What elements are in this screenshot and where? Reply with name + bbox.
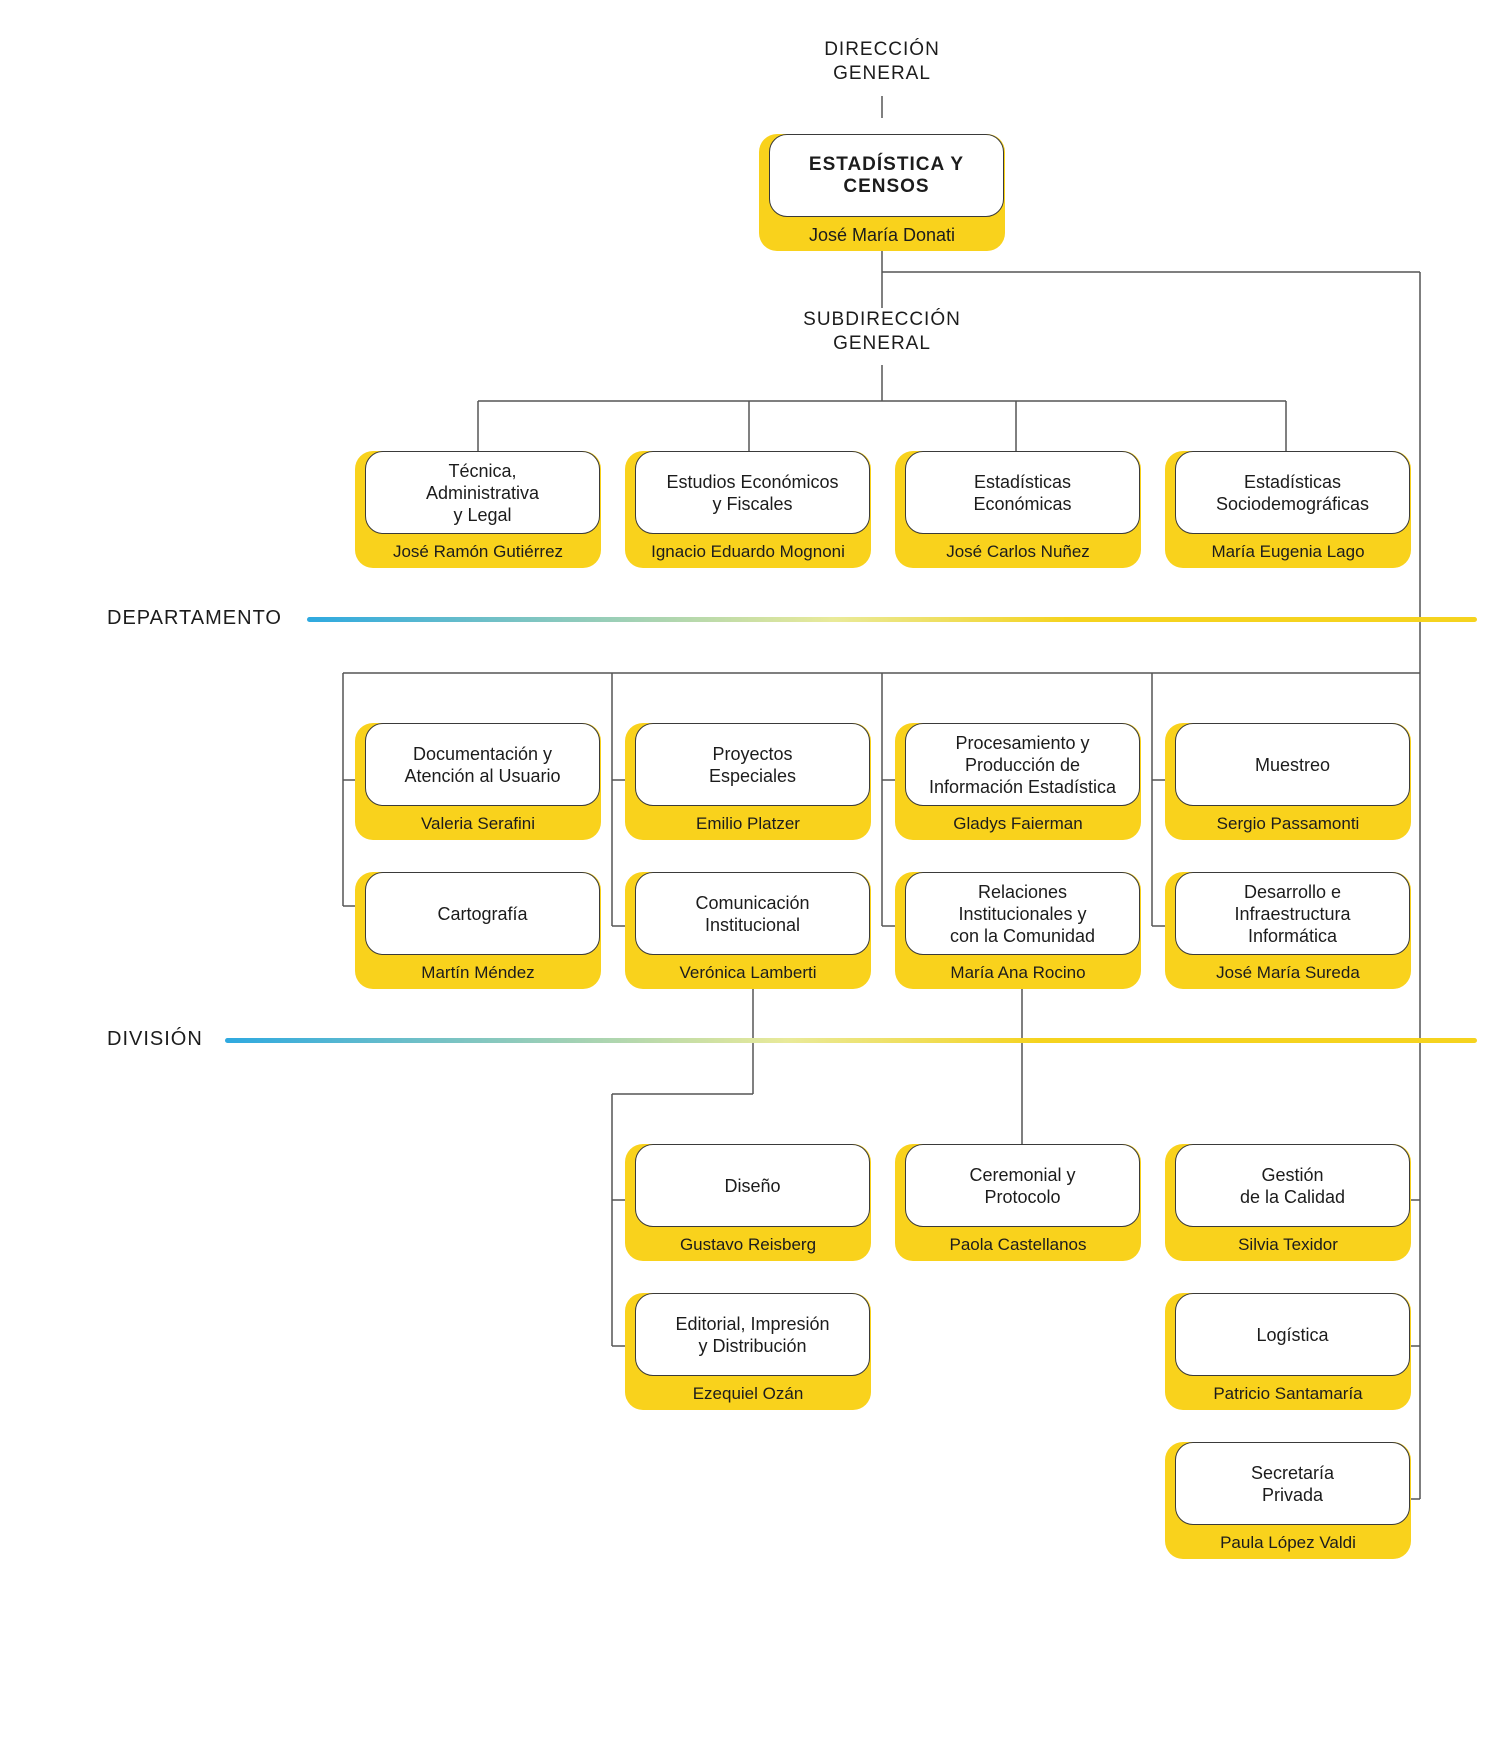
directorate-card[interactable]: Técnica, Administrativa y Legal José Ram… (355, 451, 601, 568)
department-title: Desarrollo e Infraestructura Informática (1175, 872, 1410, 955)
directorate-name: Ignacio Eduardo Mognoni (651, 542, 845, 561)
directorate-card[interactable]: Estadísticas Económicas José Carlos Nuñe… (895, 451, 1141, 568)
departamento-divider (307, 617, 1477, 622)
directorate-name: María Eugenia Lago (1211, 542, 1365, 561)
directorate-title: Técnica, Administrativa y Legal (365, 451, 600, 534)
division-label: DIVISIÓN (107, 1028, 203, 1050)
division-name: Silvia Texidor (1238, 1235, 1338, 1254)
division-card[interactable]: Secretaría Privada Paula López Valdi (1165, 1442, 1411, 1559)
directorate-title: Estudios Económicos y Fiscales (635, 451, 870, 534)
directorate-title: Estadísticas Sociodemográficas (1175, 451, 1410, 534)
directorate-card[interactable]: Estudios Económicos y Fiscales Ignacio E… (625, 451, 871, 568)
department-card[interactable]: Documentación y Atención al Usuario Vale… (355, 723, 601, 840)
directorate-name: José Ramón Gutiérrez (392, 542, 564, 561)
department-title: Relaciones Institucionales y con la Comu… (905, 872, 1140, 955)
department-title: Cartografía (365, 872, 600, 955)
directorate-name: José Carlos Nuñez (946, 542, 1090, 561)
department-name: Emilio Platzer (696, 814, 800, 833)
department-card[interactable]: Proyectos Especiales Emilio Platzer (625, 723, 871, 840)
division-title: Diseño (635, 1144, 870, 1227)
department-card[interactable]: Muestreo Sergio Passamonti (1165, 723, 1411, 840)
department-title: Procesamiento y Producción de Informació… (905, 723, 1140, 806)
division-title: Ceremonial y Protocolo (905, 1144, 1140, 1227)
division-name: Paola Castellanos (949, 1235, 1087, 1254)
departamento-label: DEPARTAMENTO (107, 607, 282, 629)
root-name: José María Donati (808, 225, 956, 245)
department-card[interactable]: Cartografía Martín Méndez (355, 872, 601, 989)
department-name: José María Sureda (1216, 963, 1360, 982)
division-title: Gestión de la Calidad (1175, 1144, 1410, 1227)
department-card[interactable]: Relaciones Institucionales y con la Comu… (895, 872, 1141, 989)
division-card[interactable]: Diseño Gustavo Reisberg (625, 1144, 871, 1261)
direccion-general-label: DIRECCIÓN GENERAL (802, 38, 962, 86)
directorate-card[interactable]: Estadísticas Sociodemográficas María Eug… (1165, 451, 1411, 568)
division-title: Editorial, Impresión y Distribución (635, 1293, 870, 1376)
division-name: Ezequiel Ozán (692, 1384, 804, 1403)
root-card[interactable]: ESTADÍSTICA Y CENSOS José María Donati (759, 134, 1005, 251)
department-name: Verónica Lamberti (679, 963, 817, 982)
department-card[interactable]: Desarrollo e Infraestructura Informática… (1165, 872, 1411, 989)
department-title: Comunicación Institucional (635, 872, 870, 955)
department-name: Gladys Faierman (953, 814, 1083, 833)
division-card[interactable]: Logística Patricio Santamaría (1165, 1293, 1411, 1410)
department-card[interactable]: Procesamiento y Producción de Informació… (895, 723, 1141, 840)
department-name: María Ana Rocino (950, 963, 1086, 982)
division-card[interactable]: Ceremonial y Protocolo Paola Castellanos (895, 1144, 1141, 1261)
department-name: Martín Méndez (421, 963, 535, 982)
department-card[interactable]: Comunicación Institucional Verónica Lamb… (625, 872, 871, 989)
division-card[interactable]: Editorial, Impresión y Distribución Ezeq… (625, 1293, 871, 1410)
root-title: ESTADÍSTICA Y CENSOS (769, 134, 1004, 217)
division-title: Secretaría Privada (1175, 1442, 1410, 1525)
division-name: Patricio Santamaría (1213, 1384, 1363, 1403)
department-name: Valeria Serafini (420, 814, 536, 833)
department-title: Proyectos Especiales (635, 723, 870, 806)
department-title: Muestreo (1175, 723, 1410, 806)
division-name: Gustavo Reisberg (679, 1235, 817, 1254)
division-card[interactable]: Gestión de la Calidad Silvia Texidor (1165, 1144, 1411, 1261)
department-title: Documentación y Atención al Usuario (365, 723, 600, 806)
division-divider (225, 1038, 1477, 1043)
division-name: Paula López Valdi (1220, 1533, 1356, 1552)
division-title: Logística (1175, 1293, 1410, 1376)
directorate-title: Estadísticas Económicas (905, 451, 1140, 534)
department-name: Sergio Passamonti (1216, 814, 1360, 833)
subdireccion-general-label: SUBDIRECCIÓN GENERAL (792, 308, 972, 356)
